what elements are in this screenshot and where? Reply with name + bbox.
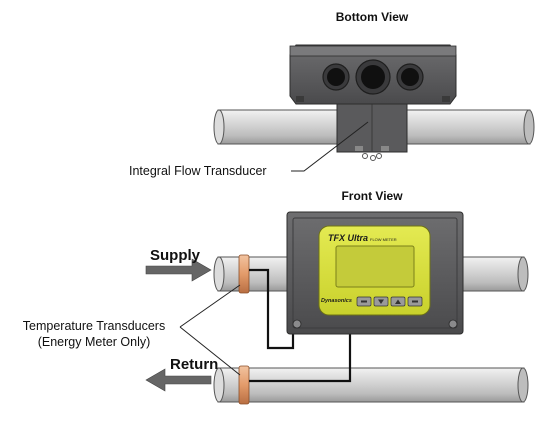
meter-model-text: TFX Ultra	[328, 233, 368, 243]
return-label: Return	[170, 356, 219, 373]
up-arrow-key-icon[interactable]	[390, 296, 406, 307]
supply-label: Supply	[150, 247, 201, 264]
integral-transducer-block	[336, 103, 408, 161]
meter-display	[318, 225, 431, 316]
meter-subtitle-text: FLOW METER	[370, 237, 397, 242]
screw-icon	[292, 319, 302, 329]
down-arrow-key-icon[interactable]	[373, 296, 389, 307]
bottom-view	[213, 44, 535, 172]
integral-transducer-label: Integral Flow Transducer	[129, 164, 267, 178]
bottom-enclosure	[289, 44, 457, 105]
meter-keypad	[356, 296, 423, 307]
enter-key-icon[interactable]	[407, 296, 423, 307]
brand-logo-text: Dynasonics	[321, 298, 352, 304]
menu-key-icon[interactable]	[356, 296, 372, 307]
bottom-view-title: Bottom View	[335, 10, 409, 24]
supply-arrow-icon	[145, 258, 212, 282]
front-view: TFX Ultra FLOW METER Dynasonics	[145, 211, 529, 405]
lcd-screen	[335, 245, 415, 288]
temperature-leader-upper	[179, 284, 241, 328]
integral-transducer-leader	[291, 121, 369, 172]
temperature-band-return	[238, 365, 250, 405]
energy-meter-only-label: (Energy Meter Only)	[37, 335, 151, 349]
front-view-title: Front View	[341, 189, 403, 203]
temperature-leader-lower	[179, 326, 241, 376]
return-arrow-icon	[145, 368, 212, 392]
temperature-band-supply	[238, 254, 250, 294]
screw-icon	[448, 319, 458, 329]
return-pipe	[213, 367, 529, 403]
temperature-transducers-label: Temperature Transducers	[22, 319, 166, 333]
